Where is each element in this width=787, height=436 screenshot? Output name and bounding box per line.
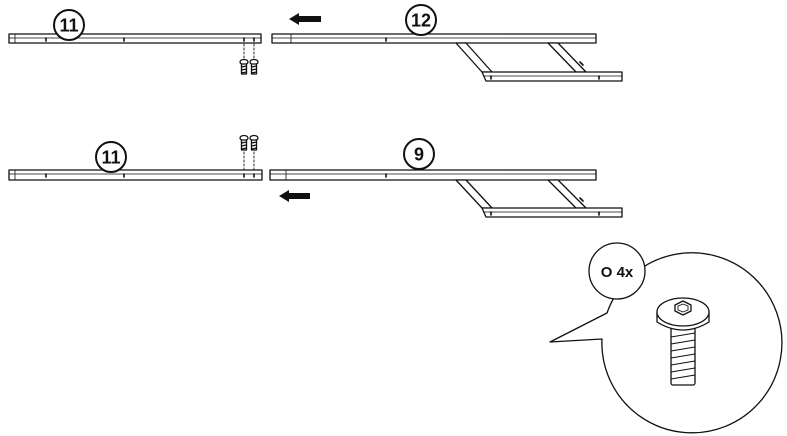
frame-12-top xyxy=(271,33,623,82)
part-number-11-top: 11 xyxy=(59,16,78,36)
callout-bubble-icon xyxy=(549,252,783,434)
screw-icon xyxy=(249,58,259,75)
part-number-11-bottom: 11 xyxy=(101,148,120,168)
part-number-12: 12 xyxy=(411,11,431,31)
part-number-9: 9 xyxy=(414,145,424,165)
hardware-code: O 4x xyxy=(601,264,634,281)
screw-detail-icon xyxy=(656,297,710,386)
hardware-code-letter: O xyxy=(601,264,613,281)
part-label-circle xyxy=(403,138,435,170)
screw-icon xyxy=(239,58,249,75)
rail-11-bottom xyxy=(8,169,263,181)
rail-11-top xyxy=(8,33,262,44)
screw-icon xyxy=(239,134,249,151)
hardware-label-circle xyxy=(588,242,646,300)
part-label-circle xyxy=(405,4,437,36)
hardware-quantity: 4x xyxy=(617,264,634,281)
frame-9-bottom xyxy=(269,169,623,218)
screw-guide-lines-bottom xyxy=(243,151,255,170)
screw-guide-lines-top xyxy=(243,43,255,59)
arrow-left-icon xyxy=(289,13,321,25)
screw-icon xyxy=(249,134,259,151)
part-label-circle xyxy=(53,9,85,41)
part-label-circle xyxy=(95,141,127,173)
arrow-left-icon xyxy=(279,190,310,202)
